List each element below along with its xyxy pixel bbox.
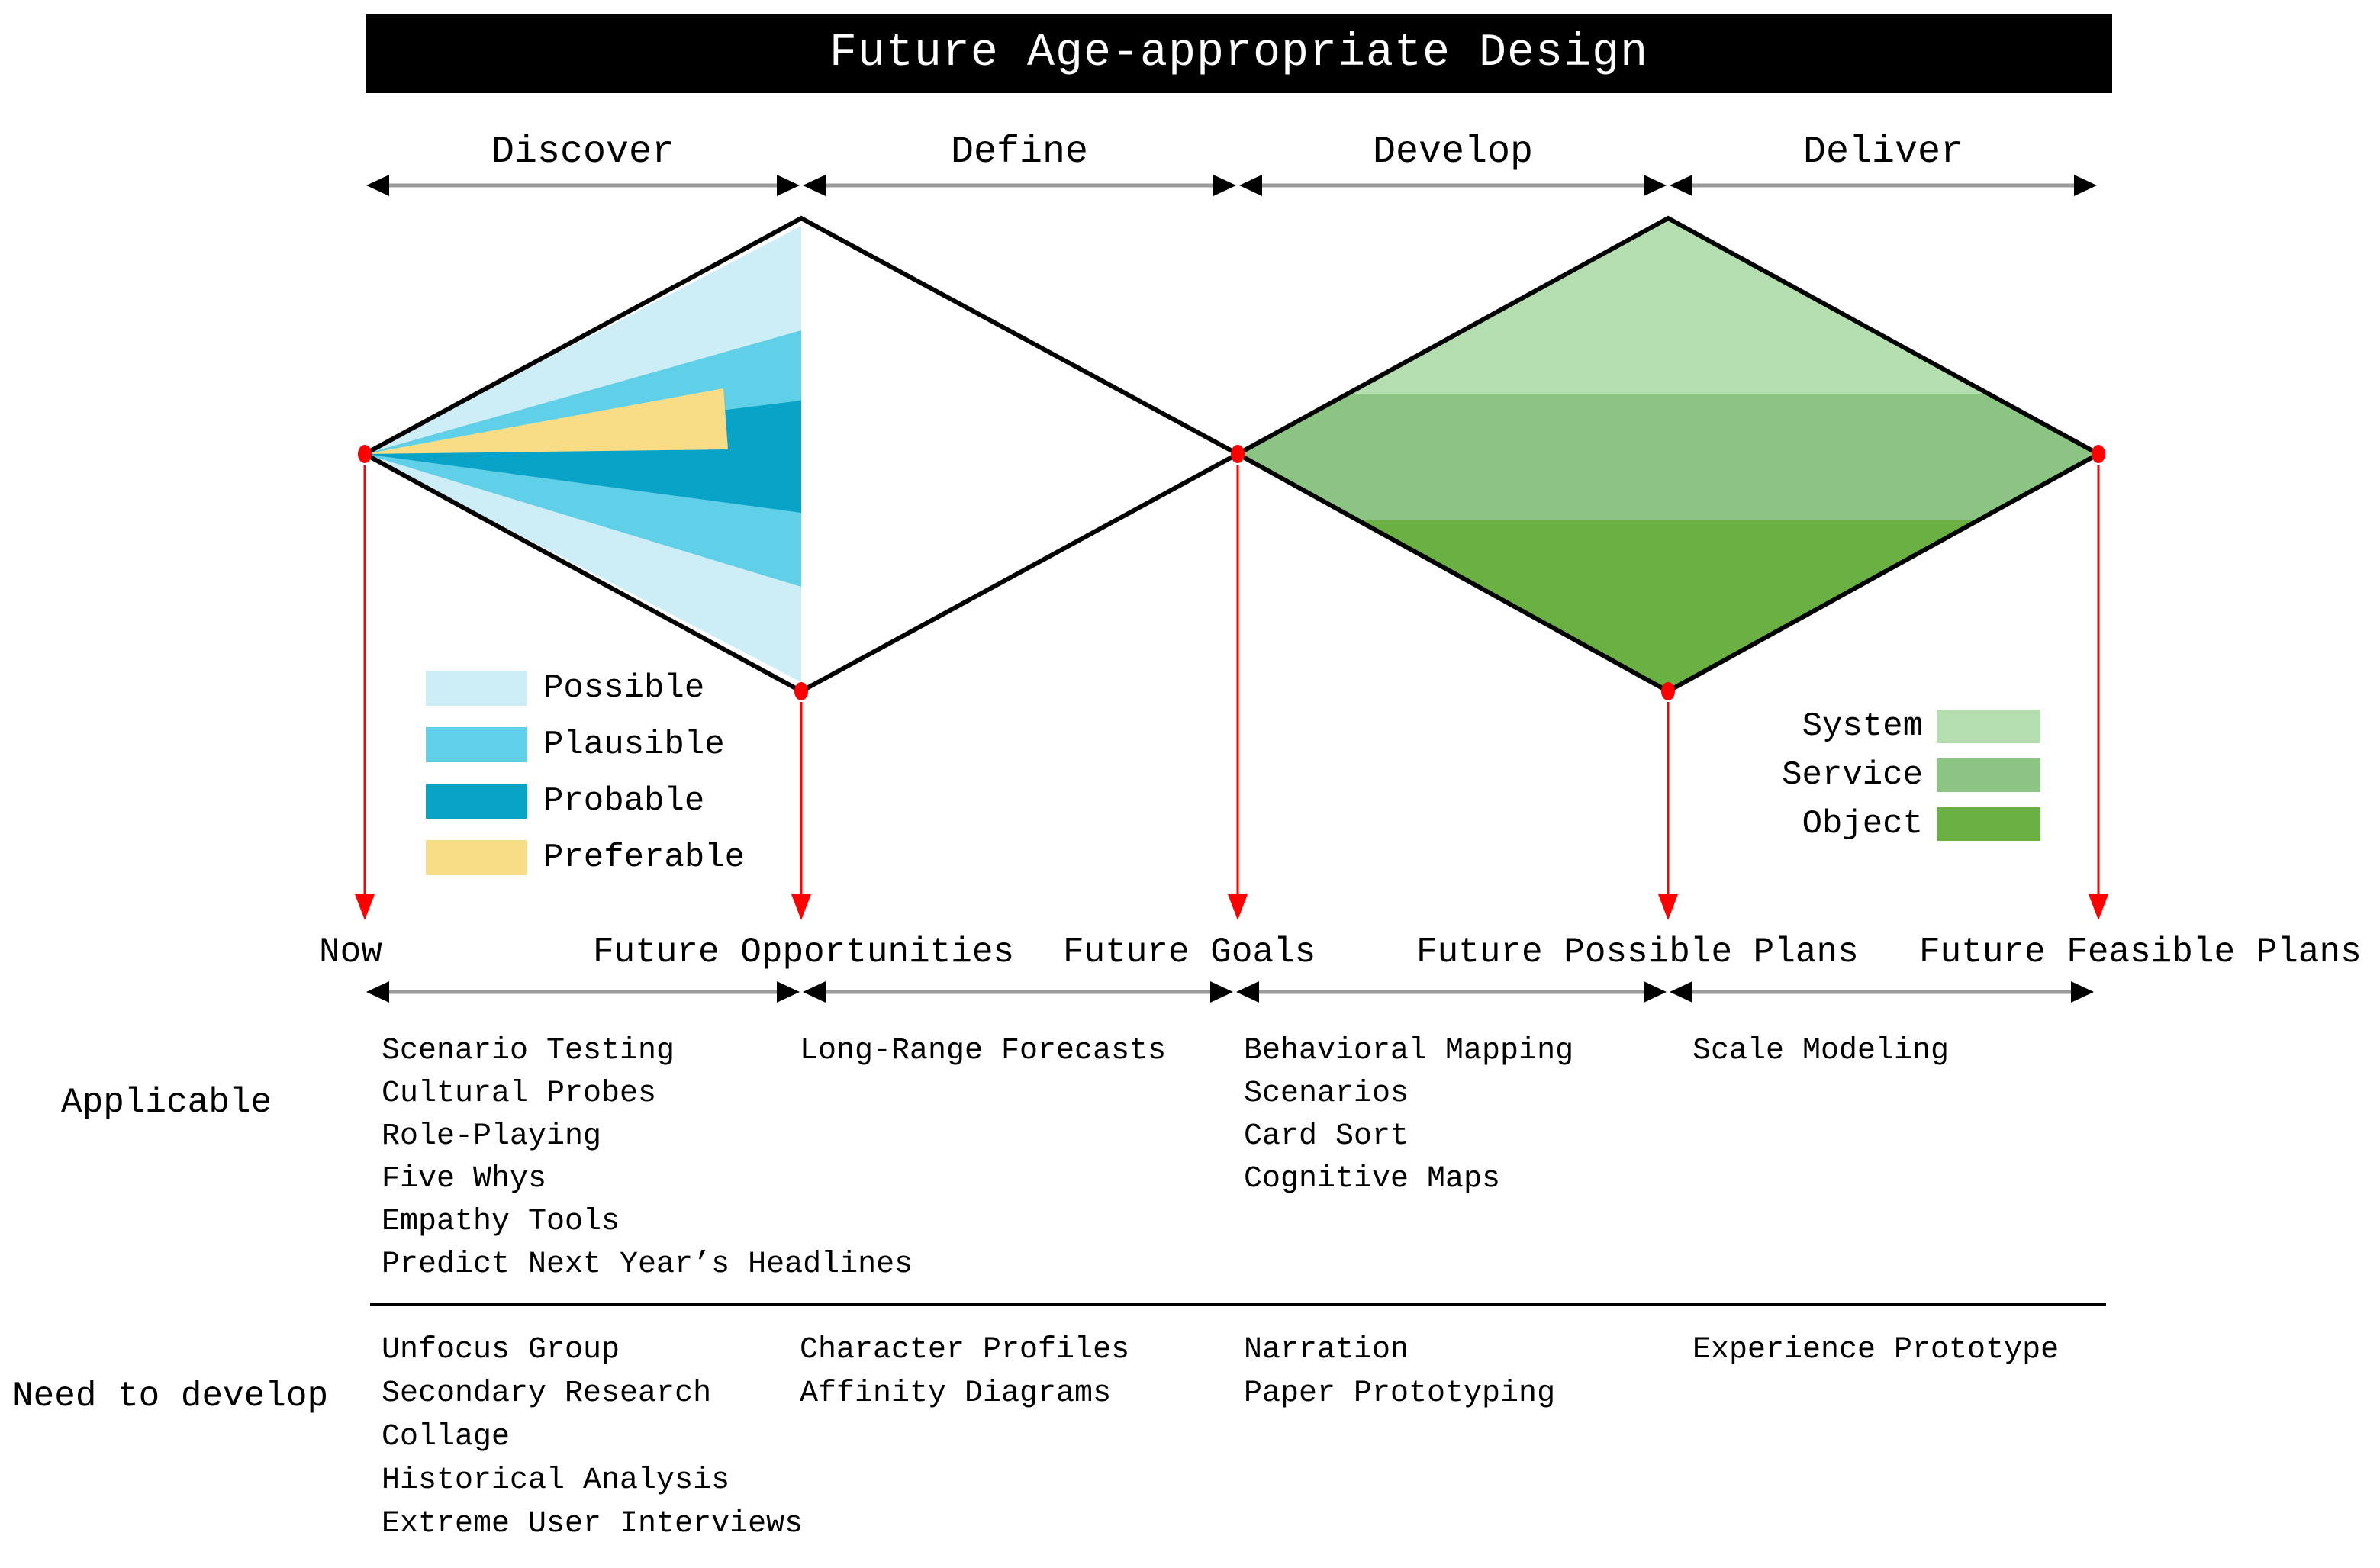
method-item: Collage <box>382 1420 510 1454</box>
method-item: Unfocus Group <box>382 1333 620 1367</box>
applicable-col-deliver: Scale Modeling <box>1692 1030 1949 1073</box>
method-item: Cognitive Maps <box>1244 1162 1501 1196</box>
probable-swatch <box>426 784 527 819</box>
method-item: Five Whys <box>382 1162 547 1196</box>
phase-label-discover: Discover <box>491 130 675 174</box>
vertex-dots <box>358 445 2105 700</box>
legend-row-service: Service <box>1755 756 2040 794</box>
method-item: Scenarios <box>1244 1077 1409 1111</box>
service-band <box>1238 394 2098 520</box>
possible-label: Possible <box>543 669 705 707</box>
legend-row-object: Object <box>1755 805 2040 843</box>
service-label: Service <box>1782 756 1923 794</box>
milestone-future-goals: Future Goals <box>1063 932 1316 972</box>
object-band <box>1238 520 2098 691</box>
method-item: Paper Prototyping <box>1244 1376 1556 1411</box>
method-item: Empathy Tools <box>382 1205 620 1239</box>
phase-label-develop: Develop <box>1372 130 1534 174</box>
plausible-swatch <box>426 727 527 762</box>
milestone-future-opportunities: Future Opportunities <box>593 932 1015 972</box>
method-item: Experience Prototype <box>1692 1333 2060 1367</box>
method-item: Long-Range Forecasts <box>800 1034 1167 1068</box>
plausible-label: Plausible <box>543 726 725 764</box>
system-band <box>1238 218 2098 394</box>
object-label: Object <box>1802 805 1923 843</box>
legend-row-preferable: Preferable <box>426 839 745 877</box>
method-item: Card Sort <box>1244 1119 1409 1154</box>
applicable-row-label: Applicable <box>61 1083 272 1122</box>
method-item: Scenario Testing <box>382 1034 675 1068</box>
system-swatch <box>1937 710 2040 743</box>
service-swatch <box>1937 758 2040 792</box>
possible-swatch <box>426 671 527 706</box>
preferable-label: Preferable <box>543 839 746 877</box>
method-item: Extreme User Interviews <box>382 1507 804 1541</box>
page-title: Future Age-appropriate Design <box>829 27 1649 79</box>
probable-label: Probable <box>543 782 705 820</box>
phase-label-define: Define <box>950 130 1089 174</box>
legend-row-probable: Probable <box>426 782 704 820</box>
milestone-future-possible-plans: Future Possible Plans <box>1416 932 1859 972</box>
method-item: Secondary Research <box>382 1376 712 1411</box>
object-swatch <box>1937 807 2040 841</box>
phase-label-deliver: Deliver <box>1802 130 1964 174</box>
need-col-define: Character Profiles Affinity Diagrams <box>800 1328 1129 1415</box>
method-item: Historical Analysis <box>382 1463 730 1498</box>
milestone-now: Now <box>319 932 382 972</box>
method-item: Behavioral Mapping <box>1244 1034 1574 1068</box>
drop-arrows <box>355 465 2108 920</box>
need-col-deliver: Experience Prototype <box>1692 1328 2059 1372</box>
need-col-discover: Unfocus Group Secondary Research Collage… <box>382 1328 803 1546</box>
system-label: System <box>1802 707 1923 745</box>
method-item: Scale Modeling <box>1692 1034 1950 1068</box>
applicable-col-develop: Behavioral Mapping Scenarios Card Sort C… <box>1244 1030 1573 1201</box>
applicable-col-define: Long-Range Forecasts <box>800 1030 1166 1073</box>
title-bar: Future Age-appropriate Design <box>366 14 2112 93</box>
phase-arrowheads <box>366 175 2097 196</box>
method-item: Affinity Diagrams <box>800 1376 1112 1411</box>
need-col-develop: Narration Paper Prototyping <box>1244 1328 1555 1415</box>
milestone-future-feasible-plans: Future Feasible Plans <box>1919 932 2362 972</box>
method-item: Narration <box>1244 1333 1409 1367</box>
method-item: Predict Next Year’s Headlines <box>382 1248 913 1282</box>
legend-row-system: System <box>1755 707 2040 745</box>
legend-row-possible: Possible <box>426 669 704 707</box>
need-to-develop-row-label: Need to develop <box>12 1376 329 1416</box>
method-item: Role-Playing <box>382 1119 602 1154</box>
method-item: Character Profiles <box>800 1333 1130 1367</box>
timeline-arrowheads <box>366 981 2094 1003</box>
preferable-wedge <box>365 388 728 454</box>
applicable-col-discover: Scenario Testing Cultural Probes Role-Pl… <box>382 1030 913 1286</box>
preferable-swatch <box>426 840 527 875</box>
method-item: Cultural Probes <box>382 1077 657 1111</box>
legend-row-plausible: Plausible <box>426 726 725 764</box>
